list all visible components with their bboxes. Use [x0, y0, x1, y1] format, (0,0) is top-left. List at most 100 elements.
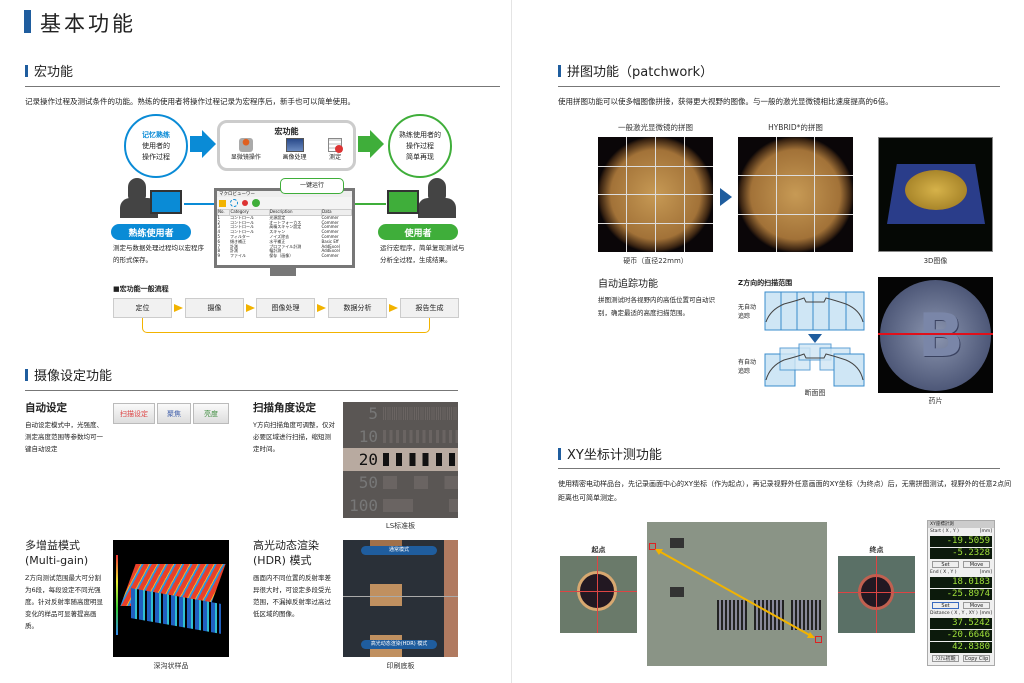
without-tracking-label: 无自动追踪 [738, 303, 756, 321]
person-expert-icon [128, 178, 146, 200]
hybrid-patch-label: HYBRID*的拼图 [768, 123, 823, 132]
table-cell: コントロール [229, 219, 254, 225]
table-header: No. [216, 209, 231, 216]
table-header: Description [268, 209, 323, 216]
z-range-title: Z方向的扫描范围 [738, 279, 793, 287]
table-cell: 8 [217, 248, 221, 254]
save-icon[interactable] [230, 199, 238, 207]
table-cell: 幅計測 [269, 248, 282, 254]
circuit-board-image [647, 522, 827, 666]
table-cell: ファイル [229, 253, 246, 259]
end-coord-label: End ( X , Y ) [930, 570, 957, 575]
multigain-caption: 深沟状样品 [153, 662, 189, 670]
monitor-stand [270, 268, 296, 276]
coin-hybrid-image [738, 137, 853, 252]
table-cell: Commer [321, 224, 339, 230]
record-icon[interactable] [242, 200, 248, 206]
flow-arrow-icon [389, 304, 398, 312]
table-cell: プロファイル計測 [269, 243, 302, 249]
joystick-icon [238, 138, 253, 152]
xy-desc: 使用精密电动样品台，先记录画面中心的XY坐标（作为起点），再记录视野外任意画面的… [558, 480, 1012, 502]
monitor-image-icon [285, 138, 304, 152]
section-title-xy: XY坐标计测功能 [567, 448, 662, 463]
green-arrow-icon [358, 136, 370, 152]
end-set-button[interactable]: Set [932, 602, 959, 609]
table-cell: Commer [321, 253, 339, 259]
play-icon[interactable] [252, 199, 260, 207]
replay-circle: 熟练使用者的操作过程简单再现 [388, 114, 452, 178]
section-accent [25, 369, 28, 381]
end-y-readout: -25.8974 [930, 589, 992, 600]
table-cell: Commer [321, 229, 339, 235]
table-cell: フィルター [229, 233, 250, 239]
folder-icon[interactable] [219, 199, 226, 207]
scan-setting-button[interactable]: 扫描设定 [113, 403, 155, 424]
section-accent [558, 448, 561, 460]
record-circle: 记忆熟练使用者的操作过程 [124, 114, 188, 178]
section-accent [25, 65, 28, 77]
start-x-readout: -19.5059 [930, 536, 992, 547]
title-bar-accent [24, 10, 31, 33]
blue-arrow-head-icon [202, 130, 216, 158]
multigain-3d-image [113, 540, 229, 657]
center-item: 画像处理 [282, 154, 307, 161]
page-divider [511, 0, 512, 683]
table-cell: Commer [321, 219, 339, 225]
reset-button[interactable]: ｼｽﾃﾑ初期 [932, 655, 959, 662]
label-line: 有自动 [738, 359, 757, 366]
flow-step: 摄像 [185, 298, 244, 318]
table-cell: 6 [217, 238, 221, 244]
blue-arrow-icon [190, 136, 202, 152]
table-cell: 2 [217, 219, 221, 225]
table-cell: 計測 [229, 243, 238, 249]
auto-setting-desc: 自动设定模式中，光强度、测定高度范围等参数均可一键自动设定 [25, 421, 103, 453]
table-cell: 4 [217, 229, 221, 235]
auto-setting-title: 自动设定 [25, 402, 67, 414]
tracking-title: 自动追踪功能 [598, 279, 658, 290]
start-move-button[interactable]: Move [963, 561, 990, 568]
flow-arrow-icon [317, 304, 326, 312]
normal-mode-label: 通常模式 [361, 546, 437, 555]
scale-bars [383, 430, 458, 443]
person-body-icon [120, 198, 158, 218]
patchwork-intro: 使用拼图功能可以使多幅图像拼接，获得更大视野的图像。与一般的激光显微镜相比速度提… [558, 97, 893, 106]
table-cell: 高精スキャン設定 [269, 224, 302, 230]
section-accent [558, 65, 561, 77]
center-item: 测定 [329, 154, 342, 161]
scale-bars [383, 453, 458, 466]
end-move-button[interactable]: Move [963, 602, 990, 609]
focus-button[interactable]: 聚焦 [157, 403, 191, 424]
start-set-button[interactable]: Set [932, 561, 959, 568]
computer-icon [387, 190, 419, 214]
section-rule [558, 86, 1000, 87]
table-cell: コントロール [229, 214, 254, 220]
multigain-title: 多增益模式(Multi-gain) [25, 538, 88, 568]
distance-arrow-icon [655, 549, 815, 638]
xy-measure-panel: XY座標計測 Start ( X , Y )[mm] -19.5059 -5.2… [927, 520, 995, 666]
panel-title: XY座標計測 [928, 521, 994, 528]
distance-label: Distance ( X , Y , XY ) [930, 611, 978, 616]
copy-clip-button[interactable]: Copy Clip [963, 655, 990, 662]
circle-line: 操作过程 [406, 141, 434, 150]
scan-angle-title: 扫描角度设定 [253, 402, 316, 414]
section-title-patchwork: 拼图功能（patchwork） [567, 65, 714, 80]
unit-label: [mm] [979, 611, 992, 616]
title-line: 高光动态渲染 [253, 539, 319, 552]
table-cell: コントロール [229, 224, 254, 230]
table-cell: ノイズ除去 [269, 233, 290, 239]
brightness-button[interactable]: 亮度 [193, 403, 229, 424]
hdr-desc: 画面内不同位置的反射率差异很大时，可设定多段受光范围，不漏掉反射率过高过低区域的… [253, 574, 331, 618]
scale-bars [383, 499, 458, 512]
flow-title: ■宏功能一般流程 [113, 285, 169, 293]
